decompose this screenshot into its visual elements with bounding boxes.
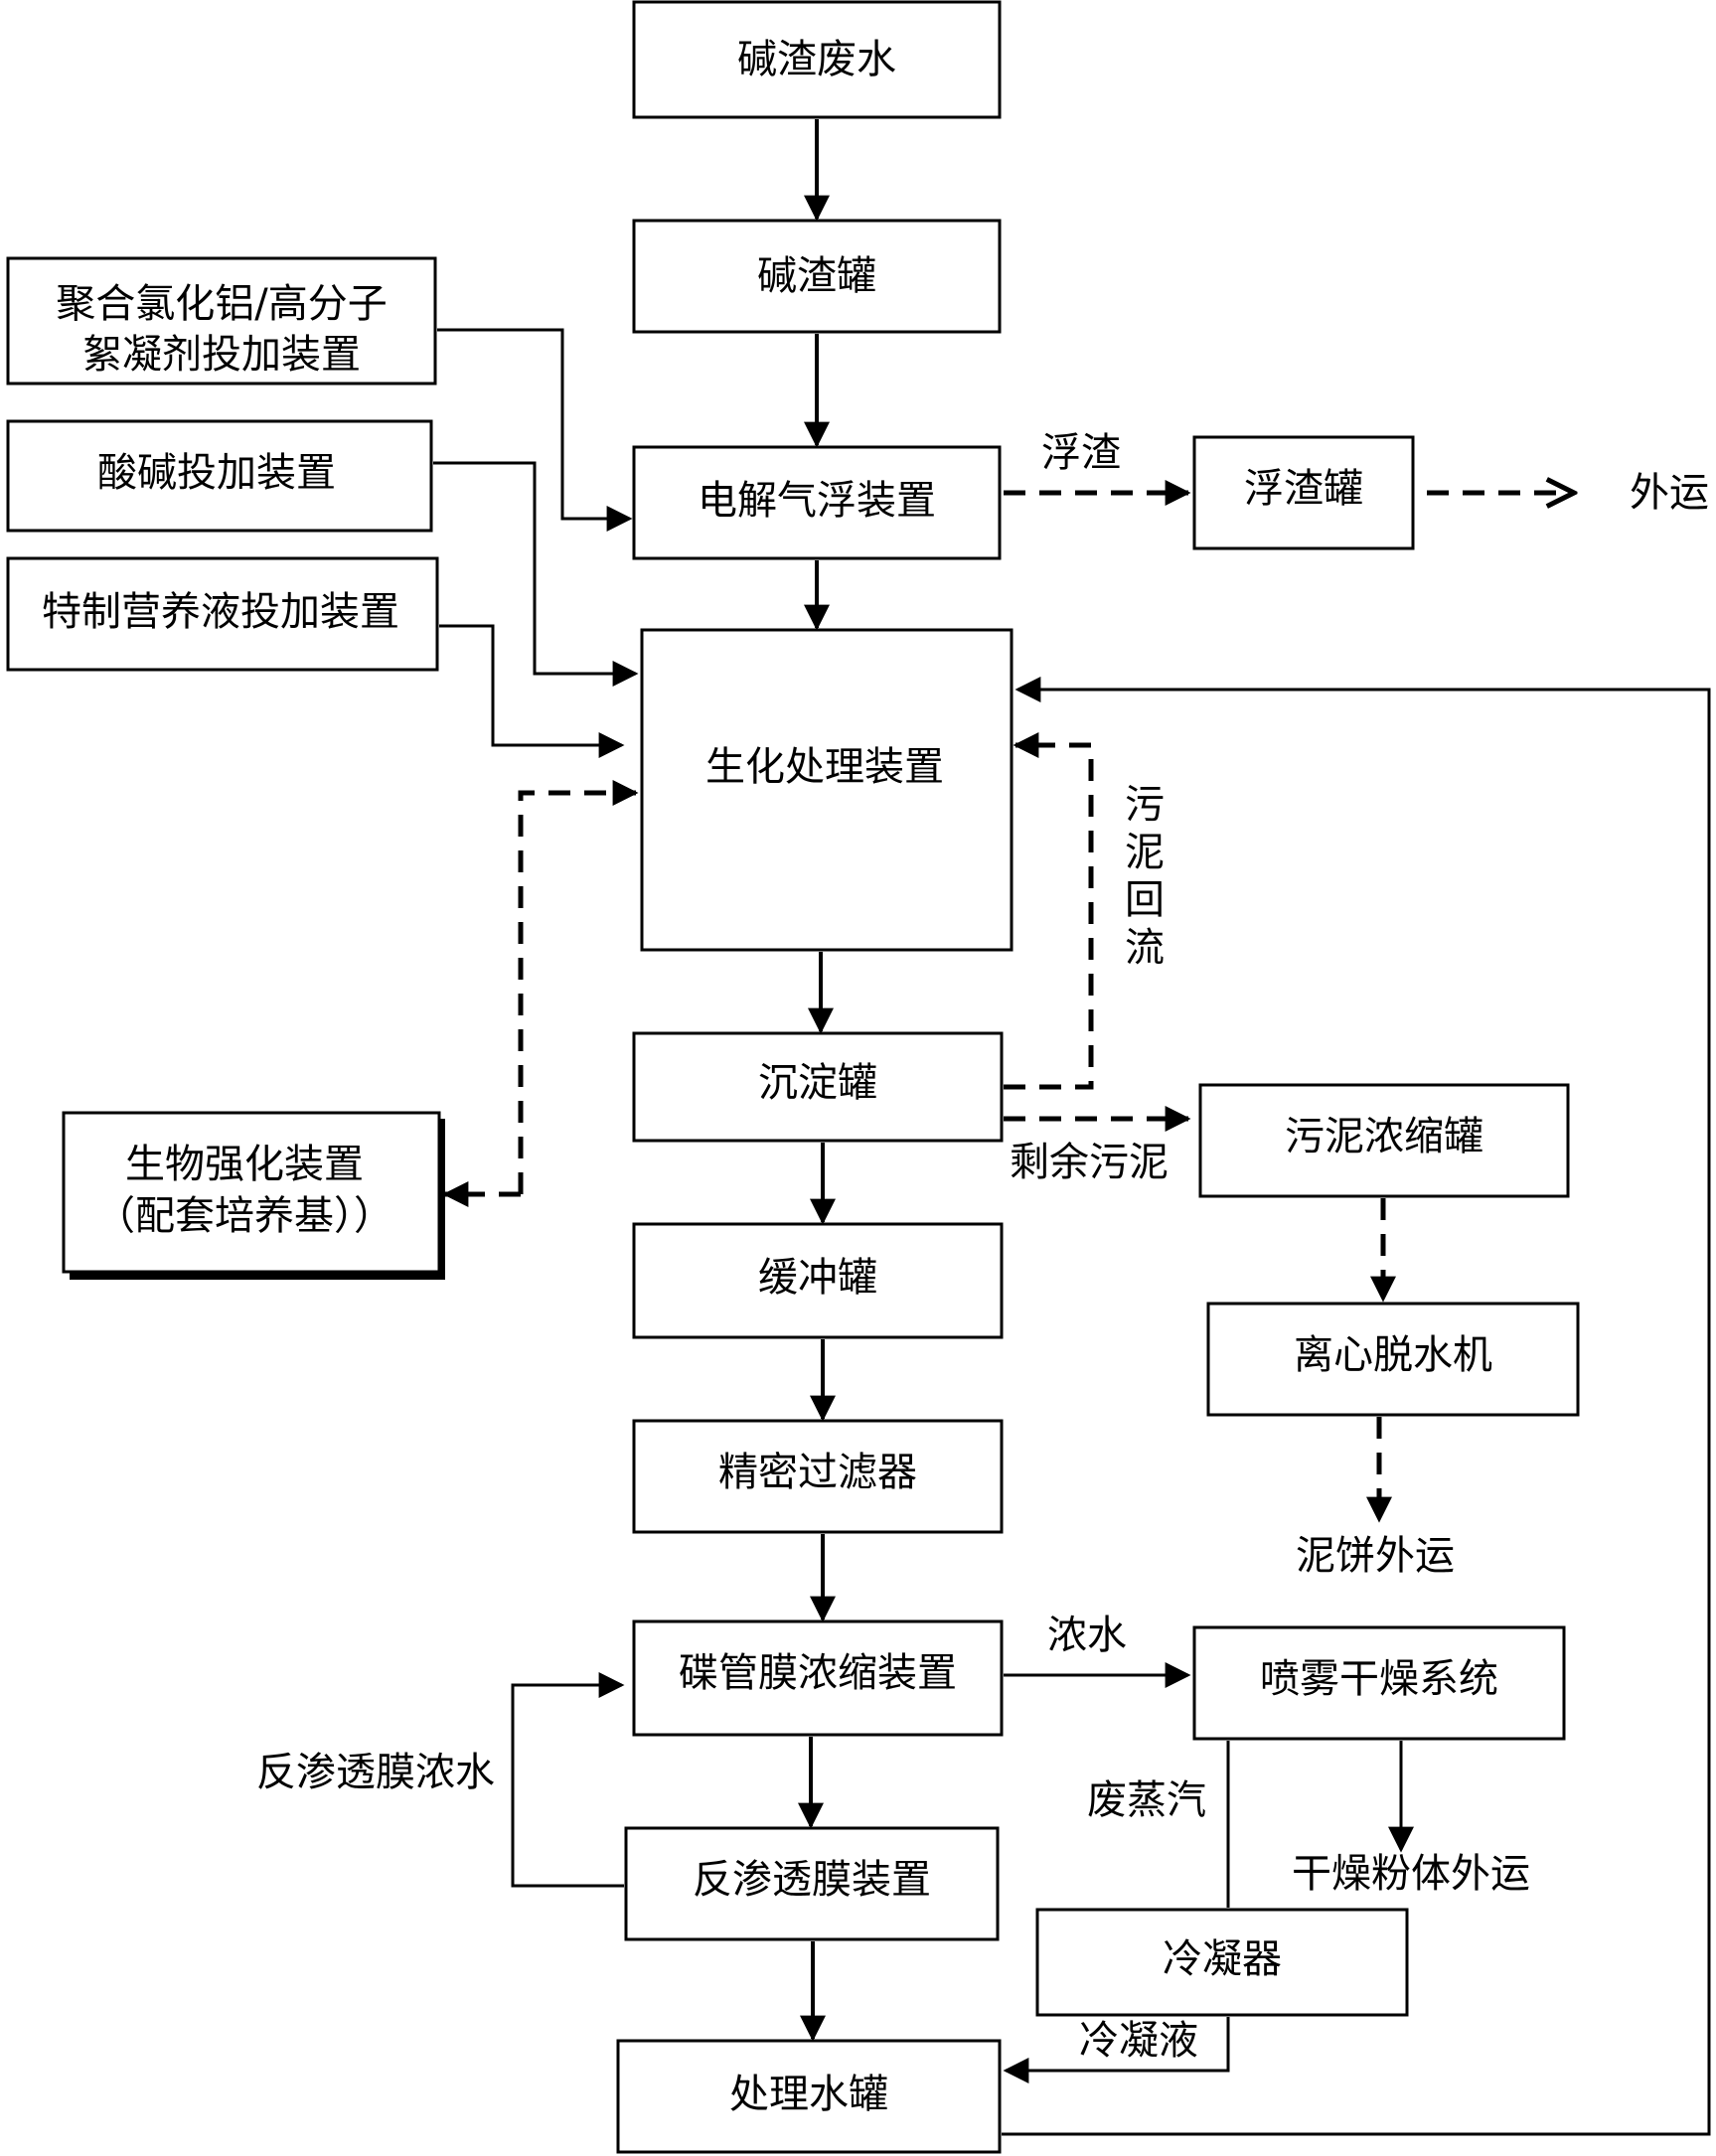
node-buffer-tank: 缓冲罐 <box>632 1222 1004 1339</box>
svg-text:处理水罐: 处理水罐 <box>729 2072 888 2117</box>
edge-bio-enhance-loop-up <box>518 780 639 1194</box>
svg-text:精密过滤器: 精密过滤器 <box>718 1450 917 1495</box>
svg-text:碱渣罐: 碱渣罐 <box>757 253 876 299</box>
svg-text:碟管膜浓缩装置: 碟管膜浓缩装置 <box>679 1650 957 1696</box>
node-ro-unit: 反渗透膜装置 <box>624 1826 1000 1941</box>
label-condensate: 冷凝液 <box>1079 2018 1198 2064</box>
label-sludge-cake-out: 泥饼外运 <box>1296 1533 1455 1579</box>
svg-text:污泥浓缩罐: 污泥浓缩罐 <box>1285 1114 1483 1159</box>
edge-ro-concentrate-loop <box>511 1672 625 1888</box>
label-concentrate: 浓水 <box>1047 1613 1127 1658</box>
node-electro-flotation: 电解气浮装置 <box>632 445 1002 560</box>
svg-text:（配套培养基））: （配套培养基）） <box>95 1193 393 1239</box>
label-ro-concentrate: 反渗透膜浓水 <box>256 1750 495 1795</box>
svg-text:生化处理装置: 生化处理装置 <box>705 744 944 790</box>
svg-text:喷雾干燥系统: 喷雾干燥系统 <box>1260 1656 1498 1702</box>
node-centrifuge: 离心脱水机 <box>1206 1302 1580 1417</box>
edge-nutrient-to-biochem <box>439 624 625 758</box>
svg-text:沉淀罐: 沉淀罐 <box>758 1060 877 1106</box>
svg-text:碱渣废水: 碱渣废水 <box>737 37 896 82</box>
svg-text:生物强化装置: 生物强化装置 <box>125 1142 364 1187</box>
label-sludge-return-1: 污 <box>1125 782 1165 828</box>
node-acid-base-dosing: 酸碱投加装置 <box>6 419 433 533</box>
node-dtro-unit: 碟管膜浓缩装置 <box>632 1619 1004 1737</box>
edge-pac-to-flotation <box>437 328 633 532</box>
edge-sludge-return <box>1004 732 1094 1090</box>
label-excess-sludge: 剩余污泥 <box>1010 1140 1169 1185</box>
label-dry-powder-out: 干燥粉体外运 <box>1292 1851 1530 1897</box>
svg-text:特制营养液投加装置: 特制营养液投加装置 <box>42 589 399 635</box>
label-scum: 浮渣 <box>1041 430 1121 476</box>
label-waste-steam: 废蒸汽 <box>1087 1777 1206 1823</box>
edge-acid-base-to-biochem <box>433 461 639 687</box>
node-alkali-tank: 碱渣罐 <box>632 219 1002 334</box>
svg-text:冷凝器: 冷凝器 <box>1163 1936 1282 1982</box>
svg-text:反渗透膜装置: 反渗透膜装置 <box>693 1857 931 1903</box>
label-external-transport: 外运 <box>1630 470 1709 516</box>
node-bio-enhancement: 生物强化装置 （配套培养基）） <box>62 1111 445 1280</box>
edge-treated-recycle <box>1002 677 1711 2136</box>
node-treated-water-tank: 处理水罐 <box>616 2039 1002 2154</box>
svg-text:缓冲罐: 缓冲罐 <box>758 1255 877 1301</box>
node-nutrient-dosing: 特制营养液投加装置 <box>6 556 439 672</box>
svg-text:离心脱水机: 离心脱水机 <box>1294 1332 1492 1378</box>
node-alkali-waste-water: 碱渣废水 <box>632 0 1002 119</box>
svg-text:电解气浮装置: 电解气浮装置 <box>698 478 936 524</box>
label-sludge-return-4: 流 <box>1125 925 1165 971</box>
label-sludge-return-2: 泥 <box>1125 830 1165 875</box>
svg-text:浮渣罐: 浮渣罐 <box>1244 466 1363 512</box>
svg-text:聚合氯化铝/高分子: 聚合氯化铝/高分子 <box>56 281 387 327</box>
node-settling-tank: 沉淀罐 <box>632 1031 1004 1143</box>
edge-condensate-to-treated <box>1003 2017 1230 2083</box>
node-pac-flocculant-dosing: 聚合氯化铝/高分子 絮凝剂投加装置 <box>6 256 437 385</box>
node-condenser: 冷凝器 <box>1035 1908 1409 2017</box>
node-biochem-treatment: 生化处理装置 <box>640 628 1014 952</box>
node-sludge-thickener: 污泥浓缩罐 <box>1198 1083 1570 1198</box>
node-spray-dryer: 喷雾干燥系统 <box>1192 1625 1566 1741</box>
svg-text:酸碱投加装置: 酸碱投加装置 <box>97 450 336 496</box>
svg-text:絮凝剂投加装置: 絮凝剂投加装置 <box>82 332 361 378</box>
label-sludge-return-3: 回 <box>1125 877 1165 923</box>
node-scum-tank: 浮渣罐 <box>1192 435 1415 550</box>
node-precision-filter: 精密过滤器 <box>632 1419 1004 1534</box>
